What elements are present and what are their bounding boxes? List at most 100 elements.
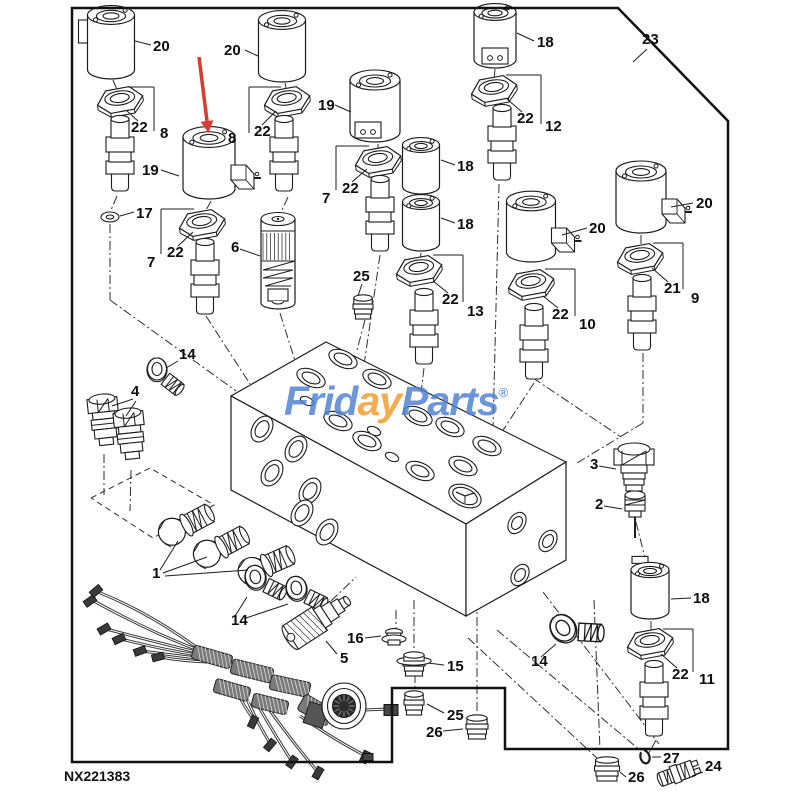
leader-line bbox=[226, 532, 233, 554]
part-number-label: 17 bbox=[136, 205, 153, 222]
shape bbox=[477, 439, 497, 453]
shape bbox=[132, 645, 148, 657]
phantom-line bbox=[493, 382, 535, 445]
shape bbox=[97, 95, 144, 118]
shape bbox=[627, 295, 657, 312]
shape bbox=[262, 737, 278, 753]
part-coil-18d bbox=[630, 555, 670, 620]
part-valve-11 bbox=[639, 659, 669, 737]
part-oring-27 bbox=[639, 748, 651, 765]
part-number-label: 22 bbox=[131, 119, 148, 136]
leader-line bbox=[679, 763, 686, 780]
shape bbox=[368, 210, 392, 223]
phantom-line bbox=[109, 299, 237, 392]
shape bbox=[414, 199, 428, 207]
fitting-stem bbox=[577, 622, 605, 643]
shape bbox=[286, 632, 296, 642]
leader-line bbox=[670, 202, 694, 208]
shape bbox=[403, 699, 425, 706]
part-number-label: 14 bbox=[231, 612, 248, 629]
shape bbox=[620, 464, 648, 474]
part-number-label: 18 bbox=[457, 158, 474, 175]
phantom-line bbox=[110, 195, 118, 211]
shape bbox=[305, 681, 311, 699]
diagram-border bbox=[70, 6, 730, 764]
shape bbox=[370, 174, 390, 184]
part-cart-6 bbox=[260, 211, 296, 310]
shape bbox=[354, 313, 372, 320]
shape bbox=[367, 152, 388, 164]
shape bbox=[658, 563, 664, 569]
shape bbox=[653, 163, 659, 169]
leader-line bbox=[516, 32, 535, 42]
leader-line bbox=[312, 593, 321, 608]
shape bbox=[246, 714, 260, 730]
part-valve-8r bbox=[269, 114, 299, 192]
flange-nut bbox=[96, 85, 144, 118]
leader-line bbox=[177, 231, 194, 247]
layer-manifold-block bbox=[229, 341, 568, 618]
shape bbox=[105, 214, 115, 220]
part-valve-7b bbox=[365, 174, 395, 252]
shape bbox=[596, 775, 618, 782]
shape bbox=[367, 372, 387, 386]
sensor bbox=[656, 759, 702, 787]
fitting-stem bbox=[262, 577, 288, 601]
part-number-label: 18 bbox=[693, 590, 710, 607]
part-nut-7b bbox=[354, 145, 402, 178]
shape bbox=[353, 294, 373, 302]
part-number-label: 14 bbox=[531, 653, 548, 670]
shape bbox=[334, 708, 340, 712]
shape bbox=[294, 679, 300, 696]
shape bbox=[492, 161, 512, 181]
shape bbox=[401, 201, 441, 252]
part-number-label: 21 bbox=[664, 280, 681, 297]
shape bbox=[290, 580, 303, 596]
shape bbox=[404, 704, 424, 711]
part-number-label: 22 bbox=[672, 666, 689, 683]
part-nut-8l bbox=[96, 85, 144, 118]
shape bbox=[105, 160, 135, 175]
shape bbox=[555, 619, 571, 637]
shape bbox=[593, 765, 621, 772]
leader-line bbox=[542, 295, 559, 309]
shape bbox=[597, 624, 605, 642]
part-number-label: 15 bbox=[447, 658, 464, 675]
shape bbox=[189, 139, 195, 145]
shape bbox=[524, 360, 544, 380]
leader-line bbox=[97, 398, 109, 413]
coil-connector bbox=[230, 164, 261, 190]
part-coil-18c bbox=[401, 194, 441, 252]
shape bbox=[338, 710, 342, 716]
shape bbox=[274, 675, 280, 692]
leader-line bbox=[662, 771, 669, 785]
shape bbox=[403, 651, 425, 659]
shape bbox=[630, 309, 654, 322]
leader-line bbox=[666, 769, 673, 784]
part-number-label: 8 bbox=[228, 130, 236, 147]
shape bbox=[269, 136, 299, 153]
shape bbox=[105, 628, 201, 654]
shape bbox=[230, 682, 235, 698]
leader-line bbox=[197, 507, 203, 529]
shape bbox=[505, 200, 557, 263]
leader-line bbox=[691, 771, 704, 777]
part-coil-19a bbox=[182, 126, 261, 200]
shape bbox=[487, 55, 493, 61]
part-part-2 bbox=[624, 490, 646, 538]
flange-nut bbox=[354, 145, 402, 178]
shape bbox=[222, 129, 228, 135]
shape bbox=[231, 165, 255, 190]
shape bbox=[690, 759, 699, 768]
leader-line bbox=[440, 159, 456, 166]
shape bbox=[193, 273, 217, 286]
shape bbox=[575, 234, 580, 240]
shape bbox=[405, 709, 423, 716]
shape bbox=[627, 637, 674, 660]
leader-line bbox=[168, 379, 179, 391]
part-number-label: 20 bbox=[696, 195, 713, 212]
leader-line bbox=[267, 553, 277, 573]
coil-connector bbox=[550, 227, 582, 253]
shape bbox=[251, 663, 256, 680]
